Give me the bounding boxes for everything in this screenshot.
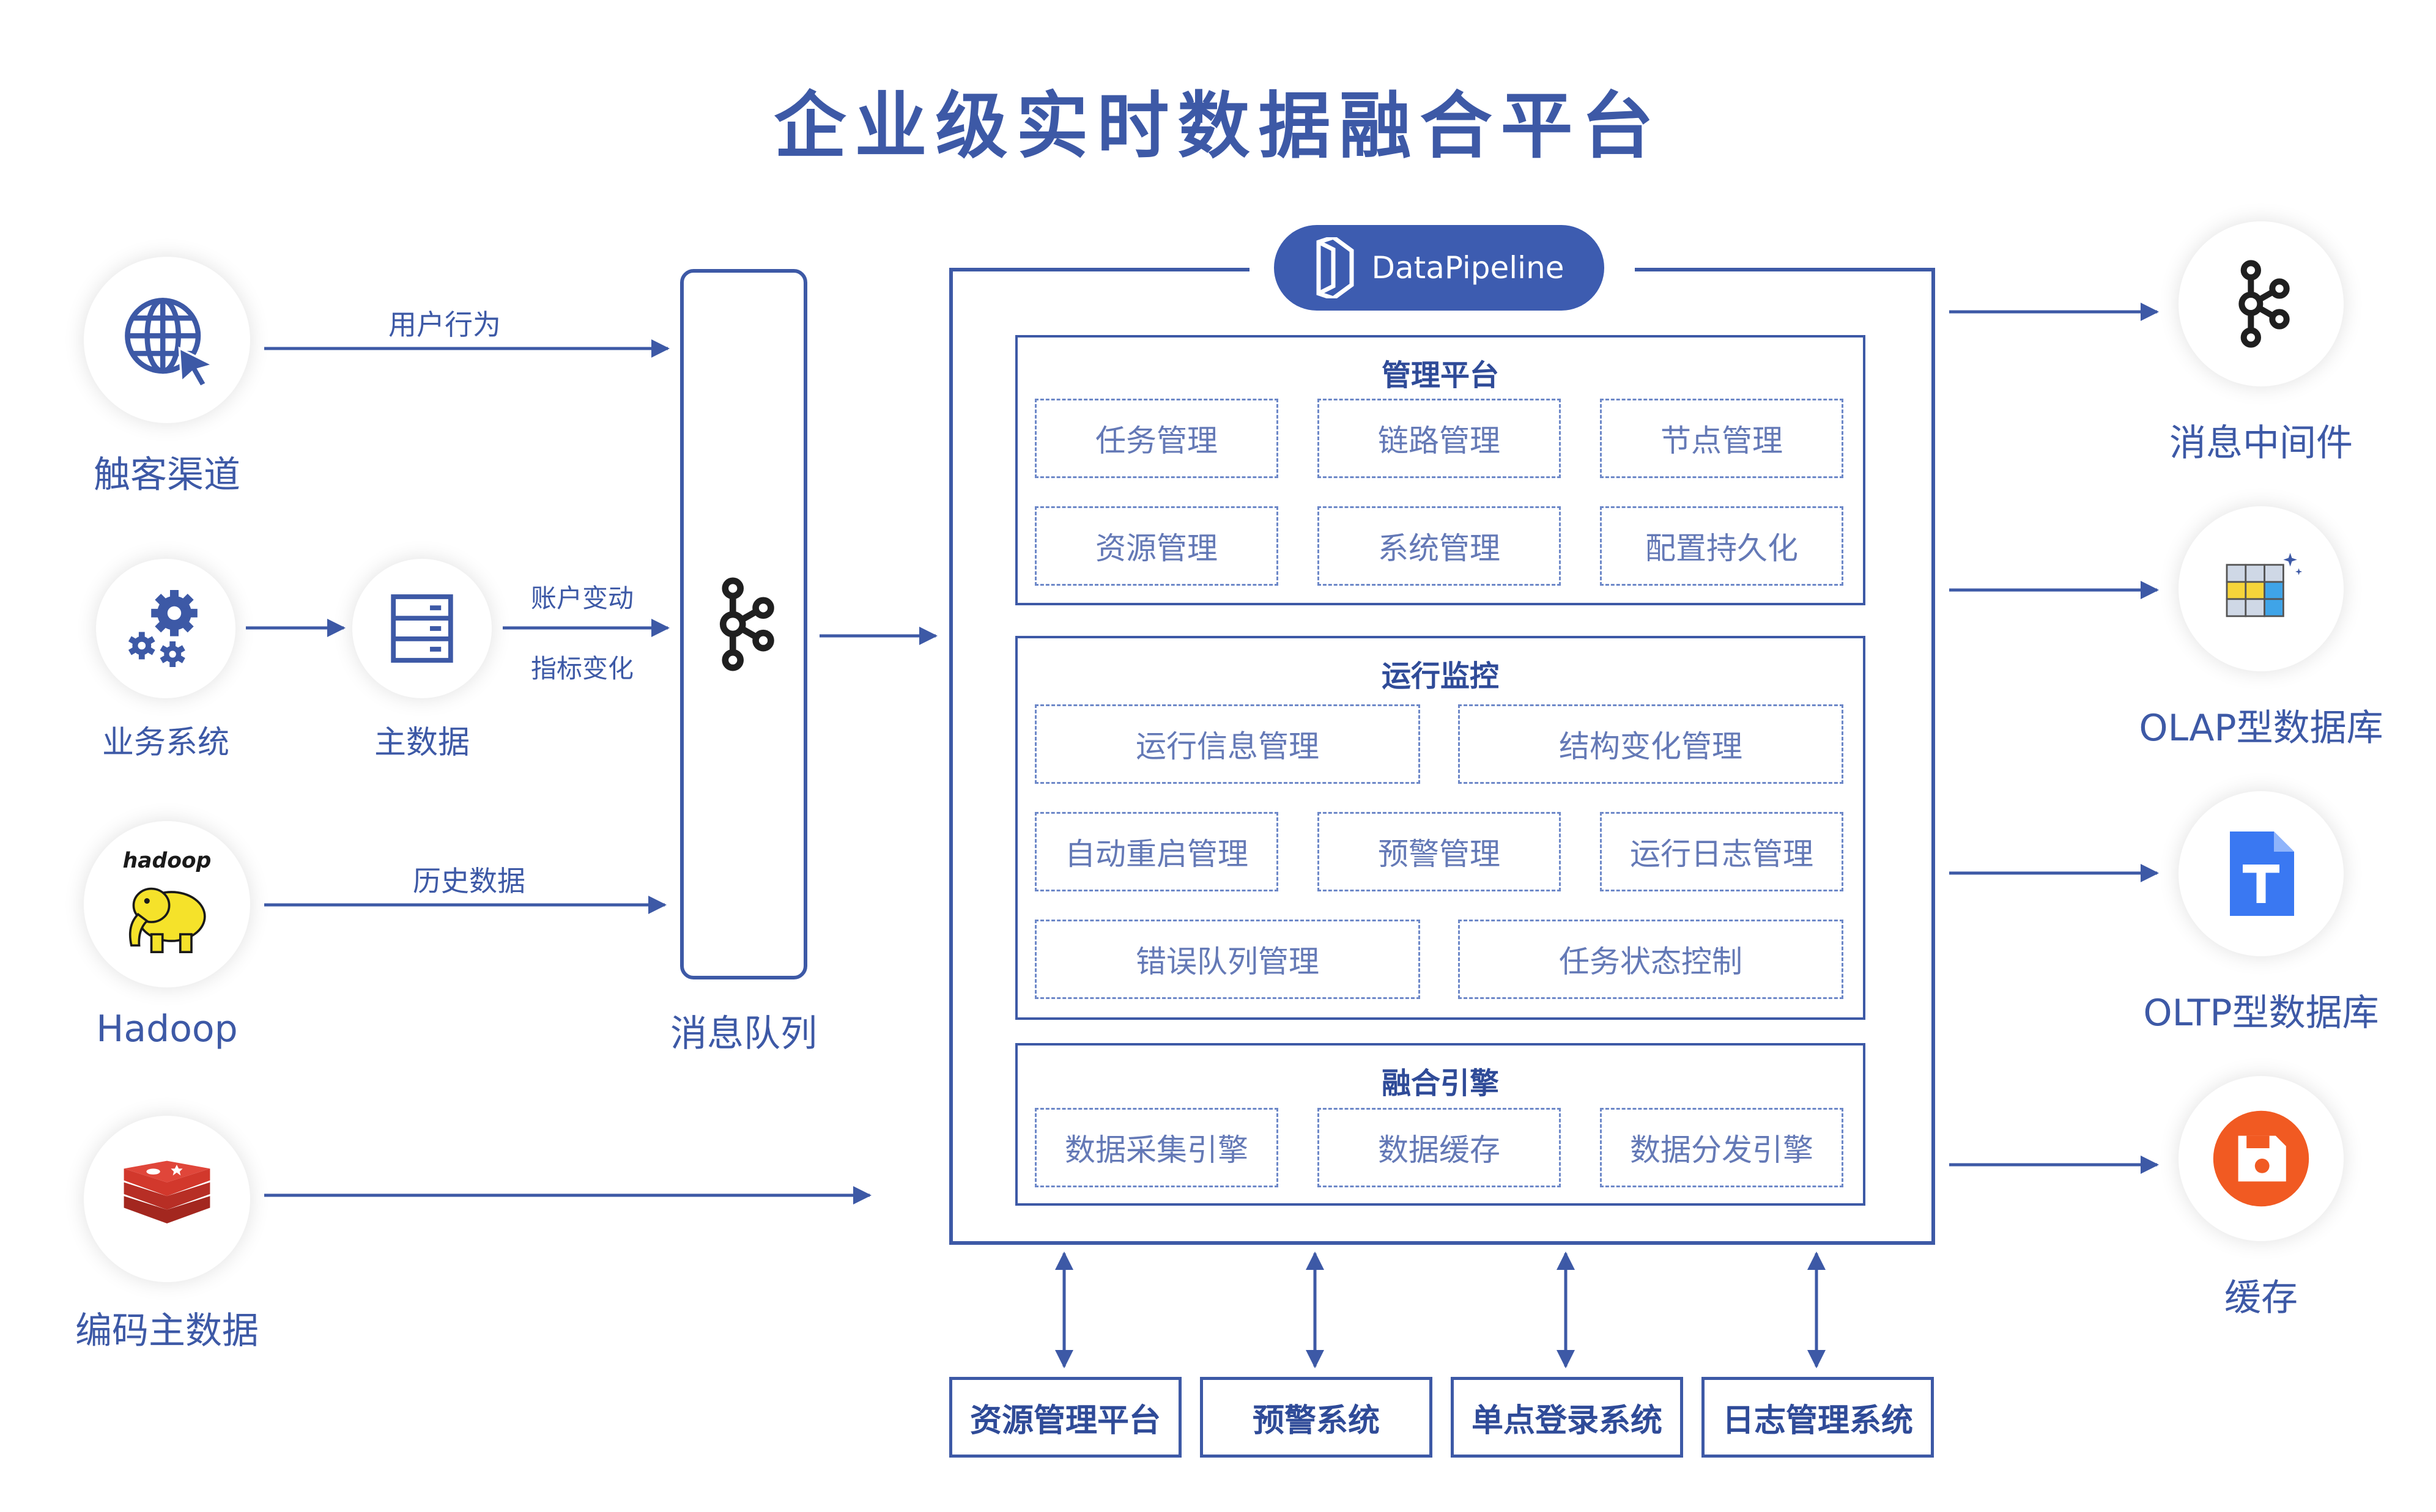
redis-icon [124, 1160, 210, 1223]
cache-target-circle [2179, 1076, 2344, 1241]
mon-item-auto-restart: 自动重启管理 [1035, 812, 1278, 891]
label-history: 历史数据 [413, 865, 525, 898]
hadoop-logo-text: hadoop [123, 849, 212, 873]
monitoring-title: 运行监控 [1381, 659, 1499, 693]
olap-target-circle [2179, 506, 2344, 671]
management-title: 管理平台 [1381, 358, 1499, 393]
mq-target-circle [2179, 221, 2344, 386]
hadoop-elephant-logo: hadoop [123, 849, 212, 953]
mgmt-item-config: 配置持久化 [1600, 506, 1843, 586]
document-t-icon [2230, 832, 2294, 916]
touch-channel-label: 触客渠道 [94, 454, 240, 496]
coding-master-label: 编码主数据 [75, 1310, 259, 1352]
kafka-icon [719, 577, 774, 671]
save-disk-icon [2213, 1110, 2309, 1207]
mon-item-task-state: 任务状态控制 [1458, 920, 1843, 999]
mq-target-label: 消息中间件 [2169, 422, 2353, 465]
business-system-circle [96, 559, 235, 698]
bottom-sso-system: 单点登录系统 [1451, 1377, 1683, 1458]
mgmt-item-resource: 资源管理 [1035, 506, 1278, 586]
business-system-label: 业务系统 [102, 725, 229, 761]
cache-target-label: 缓存 [2224, 1277, 2298, 1319]
oltp-target-label: OLTP型数据库 [2143, 992, 2379, 1034]
engine-item-distribute: 数据分发引擎 [1600, 1108, 1843, 1187]
master-data-circle [352, 559, 492, 698]
mon-item-runtime-info: 运行信息管理 [1035, 704, 1420, 784]
mon-item-schema-change: 结构变化管理 [1458, 704, 1843, 784]
hadoop-circle: hadoop [84, 821, 250, 987]
server-icon [391, 594, 453, 663]
olap-grid-icon [2226, 553, 2303, 618]
mgmt-item-link: 链路管理 [1317, 399, 1561, 478]
datapipeline-logo-icon [1314, 237, 1357, 298]
mgmt-item-node: 节点管理 [1600, 399, 1843, 478]
datapipeline-brand-text: DataPipeline [1371, 250, 1564, 286]
hadoop-label: Hadoop [96, 1008, 238, 1050]
label-user-behavior: 用户行为 [388, 308, 501, 341]
kafka-icon [2238, 260, 2290, 348]
oltp-target-circle [2179, 791, 2344, 956]
mon-item-alert: 预警管理 [1317, 812, 1561, 891]
olap-target-label: OLAP型数据库 [2139, 707, 2383, 750]
message-queue-label: 消息队列 [670, 1012, 817, 1055]
label-account-change: 账户变动 [530, 583, 634, 613]
mon-item-error-queue: 错误队列管理 [1035, 920, 1420, 999]
master-data-label: 主数据 [374, 725, 470, 761]
globe-cursor-icon [125, 298, 216, 388]
label-metric-change: 指标变化 [530, 654, 634, 684]
engine-title: 融合引擎 [1381, 1066, 1499, 1101]
bottom-resource-platform: 资源管理平台 [949, 1377, 1182, 1458]
datapipeline-badge: DataPipeline [1274, 225, 1604, 311]
mgmt-item-task: 任务管理 [1035, 399, 1278, 478]
engine-item-collect: 数据采集引擎 [1035, 1108, 1278, 1187]
mgmt-item-system: 系统管理 [1317, 506, 1561, 586]
mon-item-runtime-log: 运行日志管理 [1600, 812, 1843, 891]
coding-master-circle [84, 1116, 250, 1282]
message-queue-box [680, 269, 807, 979]
page-title: 企业级实时数据融合平台 [774, 84, 1662, 168]
bottom-log-system: 日志管理系统 [1701, 1377, 1934, 1458]
bottom-alert-system: 预警系统 [1200, 1377, 1432, 1458]
touch-channel-circle [84, 257, 250, 423]
gears-icon [128, 590, 198, 667]
engine-item-cache: 数据缓存 [1317, 1108, 1561, 1187]
